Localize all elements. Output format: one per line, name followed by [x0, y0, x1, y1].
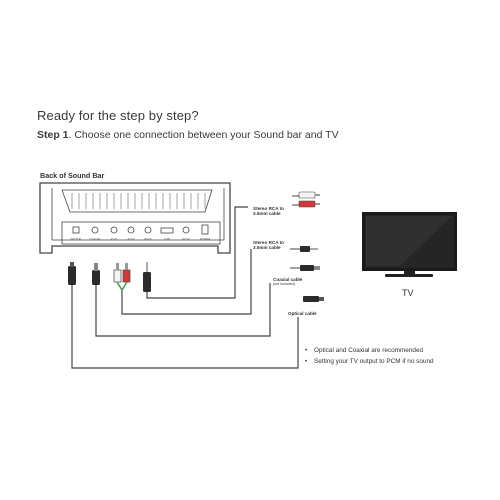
step-text: . Choose one connection between your Sou…: [68, 129, 339, 141]
coaxial-label: Coaxial cable(not included): [273, 277, 313, 288]
stereo-rca-b-line: [121, 249, 252, 315]
port-label: OPTICAL: [70, 237, 82, 241]
rca-plugs: [113, 263, 131, 292]
port-power: POWER: [200, 224, 211, 241]
optical-end: [303, 296, 324, 302]
page-heading: Ready for the step by step?: [37, 108, 199, 123]
port-usb: USB: [160, 227, 174, 241]
note-item: • Optical and Coaxial are recommended: [305, 347, 423, 354]
tv-icon: [362, 212, 457, 277]
port-label: USB: [164, 237, 170, 241]
soundbar-label: Back of Sound Bar: [40, 171, 105, 180]
coaxial-plug: [92, 263, 100, 285]
coaxial-label-text: Coaxial cable: [273, 277, 303, 282]
bullet-icon: •: [305, 347, 308, 354]
port-label: DC5V: [182, 237, 190, 241]
aux-35mm-plug: [143, 262, 151, 292]
coaxial-cable-line: [95, 283, 271, 337]
port-bass: BASS: [144, 226, 152, 241]
port-optical: OPTICAL: [70, 226, 82, 241]
soundbar-back: [39, 182, 231, 254]
note-item: • Setting your TV output to PCM if no sou…: [305, 358, 434, 365]
port-aux2: AUX2: [127, 226, 135, 241]
optical-plug: [68, 262, 76, 285]
stereo-rca-b-end: [290, 246, 318, 252]
coaxial-label-note: (not included): [273, 282, 295, 287]
coaxial-end: [290, 265, 320, 271]
port-label: AUX1: [110, 237, 118, 241]
note-text: Optical and Coaxial are recommended: [314, 347, 424, 354]
stereo-rca-a-end: [292, 191, 320, 208]
step-number: Step 1: [37, 129, 69, 141]
optical-cable-line: [71, 285, 299, 369]
port-label: POWER: [200, 237, 211, 241]
port-aux1: AUX1: [110, 226, 118, 241]
stereo-rca-a-line: [146, 206, 248, 299]
bullet-icon: •: [305, 358, 308, 365]
cable-lines: [71, 206, 299, 369]
port-label: BASS: [144, 237, 152, 241]
port-coaxial: COAXIAL: [89, 226, 102, 241]
port-dc5v: DC5V: [182, 226, 190, 241]
port-label: AUX2: [127, 237, 135, 241]
note-text: Setting your TV output to PCM if no soun…: [314, 358, 434, 365]
step-instruction: Step 1. Choose one connection between yo…: [37, 129, 339, 141]
tv-label: TV: [402, 288, 414, 298]
optical-label: Optical cable: [288, 311, 317, 316]
port-label: COAXIAL: [89, 237, 102, 241]
